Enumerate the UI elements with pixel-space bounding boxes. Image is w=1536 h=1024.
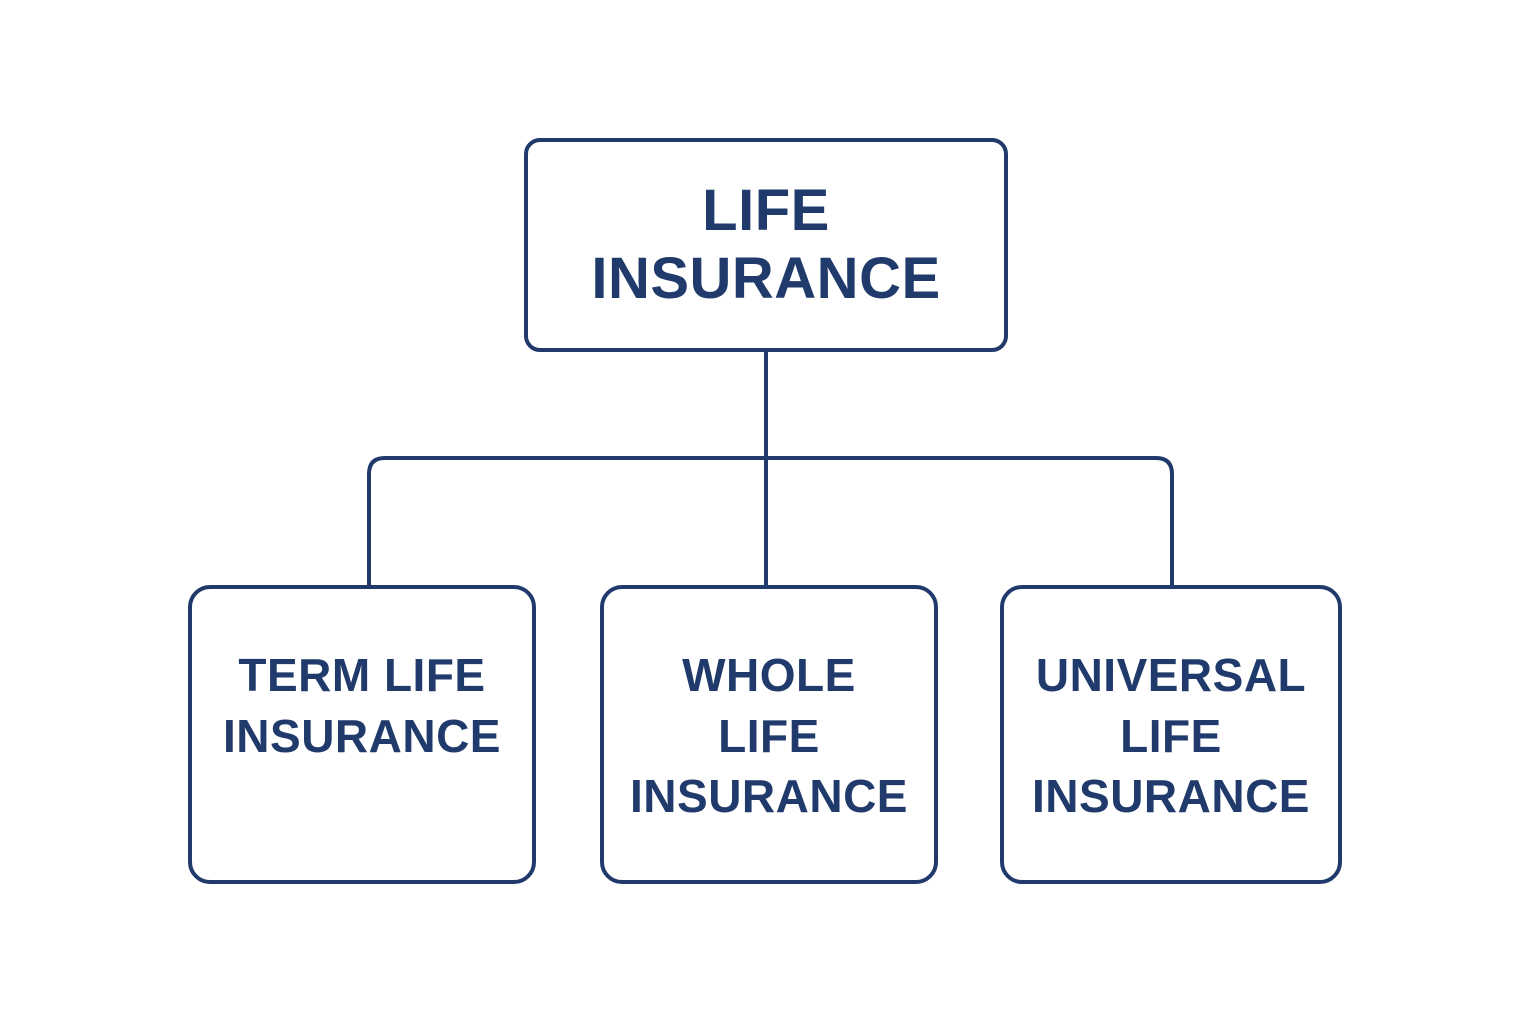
- node-life-insurance-label: LIFE INSURANCE: [591, 178, 941, 311]
- node-term-life-insurance-label: TERM LIFE INSURANCE: [223, 649, 501, 762]
- node-universal-life-insurance[interactable]: UNIVERSAL LIFE INSURANCE: [1000, 585, 1342, 884]
- node-whole-life-insurance[interactable]: WHOLE LIFE INSURANCE: [600, 585, 938, 884]
- node-term-life-insurance[interactable]: TERM LIFE INSURANCE: [188, 585, 536, 884]
- node-life-insurance[interactable]: LIFE INSURANCE: [524, 138, 1008, 352]
- connector-bus-right: [766, 456, 1174, 585]
- connector-bus-left: [367, 456, 766, 585]
- node-universal-life-insurance-label: UNIVERSAL LIFE INSURANCE: [1032, 649, 1310, 823]
- node-whole-life-insurance-label: WHOLE LIFE INSURANCE: [630, 649, 908, 823]
